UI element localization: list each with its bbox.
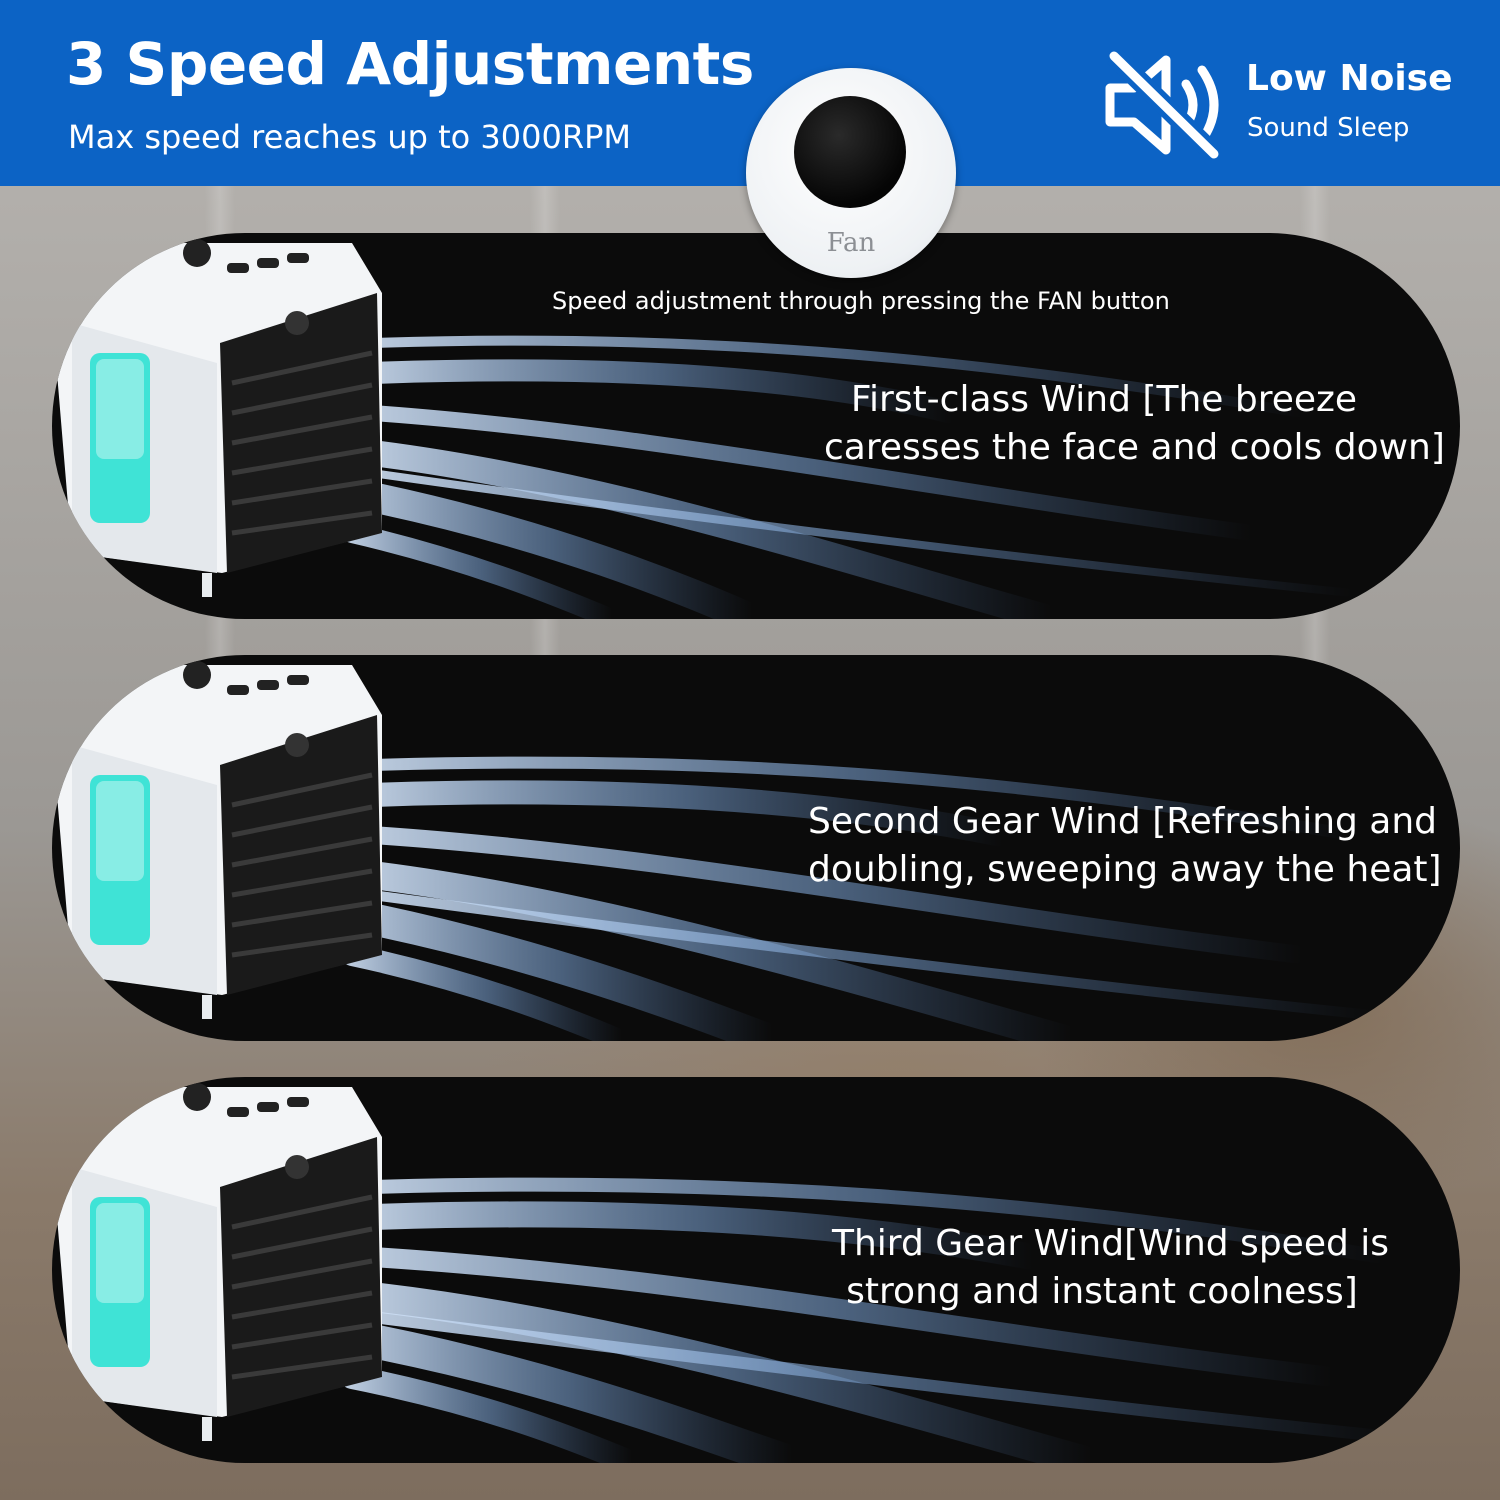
speed-panel-1: Speed adjustment through pressing the FA… [52,233,1460,619]
speed-description-2: Second Gear Wind [Refreshing and doublin… [808,798,1442,894]
page-title: 3 Speed Adjustments [66,30,754,98]
fan-hint-text: Speed adjustment through pressing the FA… [552,287,1170,315]
speed-3-line-2: strong and instant coolness] [846,1271,1358,1312]
speed-description-3: Third Gear Wind[Wind speed is strong and… [832,1220,1390,1316]
air-cooler-device [52,1083,382,1441]
low-noise-subtitle: Sound Sleep [1247,113,1410,143]
speed-description-1: First-class Wind [The breeze caresses th… [824,376,1445,472]
speed-2-line-2: doubling, sweeping away the heat] [808,849,1442,890]
wind-stream-graphic [336,756,1377,1041]
fan-button-knob [794,96,906,208]
speed-3-line-1: Third Gear Wind[Wind speed is [832,1223,1390,1264]
wind-stream-graphic [337,335,1356,619]
air-cooler-device [52,239,382,597]
page-subtitle: Max speed reaches up to 3000RPM [68,118,631,156]
air-cooler-device [52,661,382,1019]
speed-1-line-1: First-class Wind [The breeze [850,379,1358,420]
speed-2-line-1: Second Gear Wind [Refreshing and [808,801,1438,842]
fan-button-label: Fan [826,228,876,258]
fan-button[interactable]: Fan [746,68,956,278]
low-noise-title: Low Noise [1246,58,1453,99]
speed-panel-2: Second Gear Wind [Refreshing and doublin… [52,655,1460,1041]
wind-stream-graphic [335,1177,1398,1463]
speaker-mute-icon [1105,50,1221,160]
speed-panel-3: Third Gear Wind[Wind speed is strong and… [52,1077,1460,1463]
speed-1-line-2: caresses the face and cools down] [824,427,1445,468]
